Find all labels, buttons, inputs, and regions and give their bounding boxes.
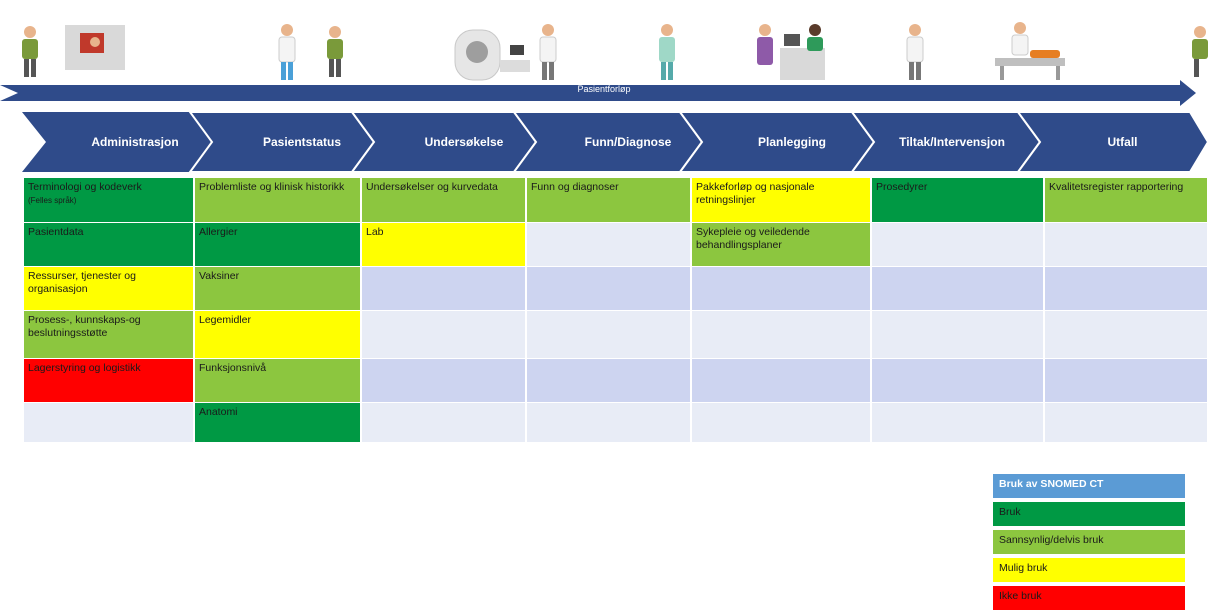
grid-cell-text: Prosess-, kunnskaps-og beslutningsstøtte xyxy=(28,314,141,339)
patient-figure xyxy=(1192,26,1208,77)
doctor-figure xyxy=(906,24,924,80)
grid-cell: Undersøkelser og kurvedata xyxy=(362,178,525,222)
patient-figure xyxy=(22,26,38,77)
grid-cell-text: Pakkeforløp og nasjonale retningslinjer xyxy=(696,181,815,206)
planning-desk-illustration xyxy=(757,24,825,80)
grid-cell-text: Legemidler xyxy=(199,314,251,326)
grid-cell-text: Vaksiner xyxy=(199,270,240,282)
grid-cell-text: Lab xyxy=(366,226,384,238)
grid-cell xyxy=(1045,403,1207,442)
grid-cell: Funn og diagnoser xyxy=(527,178,690,222)
doctor-figure xyxy=(539,24,557,80)
grid-cell: Prosess-, kunnskaps-og beslutningsstøtte xyxy=(24,311,193,358)
grid-cell xyxy=(1045,267,1207,310)
grid-cell: Pasientdata xyxy=(24,223,193,266)
grid-cell xyxy=(692,359,870,402)
legend-title: Bruk av SNOMED CT xyxy=(993,474,1185,498)
grid-cell: Sykepleie og veiledende behandlingsplane… xyxy=(692,223,870,266)
grid-cell: Allergier xyxy=(195,223,360,266)
grid-cell xyxy=(527,267,690,310)
grid-cell xyxy=(362,267,525,310)
grid-cell xyxy=(872,223,1043,266)
legend: Bruk av SNOMED CT Bruk Sannsynlig/delvis… xyxy=(993,474,1185,614)
legend-item-ikke: Ikke bruk xyxy=(993,586,1185,610)
grid-cell xyxy=(24,403,193,442)
grid-cell xyxy=(1045,223,1207,266)
doctor-figure xyxy=(278,24,296,80)
grid-cell-text: Funn og diagnoser xyxy=(531,181,619,193)
nurse-figure xyxy=(659,24,675,80)
ct-scanner-illustration xyxy=(454,29,530,81)
grid-cell xyxy=(362,403,525,442)
grid-cell-text: Sykepleie og veiledende behandlingsplane… xyxy=(696,226,810,251)
grid-cell-text: Funksjonsnivå xyxy=(199,362,267,374)
stage-label-utfall: Utfall xyxy=(1107,135,1138,149)
grid-cell-text: Ressurser, tjenester og organisasjon xyxy=(28,270,136,295)
grid-cell-text: Pasientdata xyxy=(28,226,84,238)
stage-label-pasientstatus: Pasientstatus xyxy=(262,135,342,149)
grid-cell-text: Allergier xyxy=(199,226,238,238)
grid-cell xyxy=(872,359,1043,402)
stage-label-tiltak-intervensjon: Tiltak/Intervensjon xyxy=(899,135,1005,149)
grid-cell: Lagerstyring og logistikk xyxy=(24,359,193,402)
reception-desk-illustration xyxy=(65,25,125,70)
grid-cell: Problemliste og klinisk historikk xyxy=(195,178,360,222)
grid-cell xyxy=(362,311,525,358)
legend-item-mulig: Mulig bruk xyxy=(993,558,1185,582)
grid-cell xyxy=(692,267,870,310)
legend-item-sannsynlig: Sannsynlig/delvis bruk xyxy=(993,530,1185,554)
patient-figure xyxy=(327,26,343,77)
grid-cell: Vaksiner xyxy=(195,267,360,310)
grid-cell-text: Terminologi og kodeverk xyxy=(28,181,142,193)
patient-journey-illustrations xyxy=(22,22,1208,81)
grid-cell-subtext: (Felles språk) xyxy=(28,196,77,205)
stage-label-planlegging: Planlegging xyxy=(757,135,826,149)
grid-cell: Anatomi xyxy=(195,403,360,442)
grid-cell: Terminologi og kodeverk (Felles språk) xyxy=(24,178,193,222)
stage-chevrons xyxy=(22,112,1208,172)
grid-cell-text: Kvalitetsregister rapportering xyxy=(1049,181,1184,193)
grid-cell: Lab xyxy=(362,223,525,266)
grid-cell xyxy=(527,359,690,402)
grid-cell xyxy=(1045,359,1207,402)
grid-cell xyxy=(1045,311,1207,358)
grid-cell xyxy=(527,223,690,266)
grid-cell-text: Problemliste og klinisk historikk xyxy=(199,181,345,193)
grid-cell xyxy=(872,267,1043,310)
grid-cell xyxy=(692,311,870,358)
legend-item-bruk: Bruk xyxy=(993,502,1185,526)
grid-cell xyxy=(872,403,1043,442)
stage-label-undersokelse: Undersøkelse xyxy=(424,135,504,149)
timeline-label: Pasientforløp xyxy=(577,84,631,94)
grid-cell xyxy=(362,359,525,402)
grid-cell: Pakkeforløp og nasjonale retningslinjer xyxy=(692,178,870,222)
stage-label-funn-diagnose: Funn/Diagnose xyxy=(584,135,672,149)
timeline-arrow xyxy=(0,80,1196,106)
stage-label-administrasjon: Administrasjon xyxy=(91,135,179,149)
grid-cell-text: Anatomi xyxy=(199,406,238,418)
grid-cell: Funksjonsnivå xyxy=(195,359,360,402)
grid-cell: Kvalitetsregister rapportering xyxy=(1045,178,1207,222)
grid-cell-text: Lagerstyring og logistikk xyxy=(28,362,141,374)
grid-cell: Ressurser, tjenester og organisasjon xyxy=(24,267,193,310)
treatment-bed-illustration xyxy=(995,22,1065,80)
grid-cell xyxy=(692,403,870,442)
grid-cell-text: Undersøkelser og kurvedata xyxy=(366,181,498,193)
grid-cell: Legemidler xyxy=(195,311,360,358)
grid-cell xyxy=(872,311,1043,358)
grid-cell-text: Prosedyrer xyxy=(876,181,928,193)
grid-cell xyxy=(527,403,690,442)
grid-cell xyxy=(527,311,690,358)
grid-cell: Prosedyrer xyxy=(872,178,1043,222)
